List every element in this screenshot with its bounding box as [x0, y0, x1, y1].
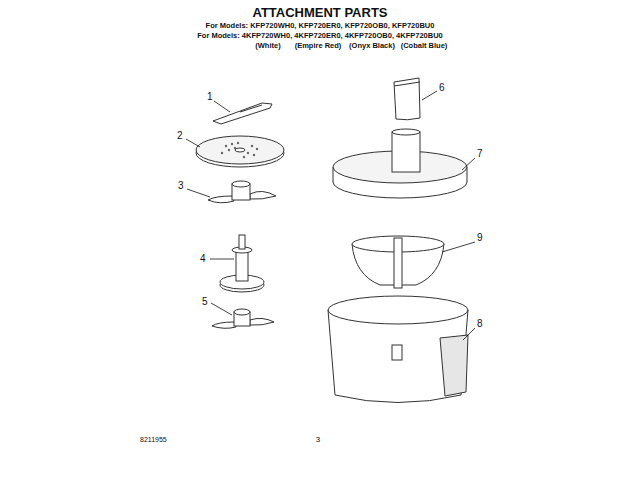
work-bowl-post: [392, 345, 402, 360]
leader-lines: [186, 91, 475, 340]
document-number: 8211955: [140, 436, 167, 444]
work-bowl-rim: [328, 296, 468, 324]
feed-tube-top: [392, 129, 420, 135]
callout-number: 1: [207, 91, 213, 102]
blade-hub-top: [232, 181, 250, 187]
mini-blade-left: [212, 322, 236, 328]
callout-number: 9: [477, 232, 483, 243]
callout-number: 4: [200, 253, 206, 264]
model-list: For Models: KFP720WH0, KFP720ER0, KFP720…: [206, 22, 435, 30]
model-list: For Models: 4KFP720WH0, 4KFP720ER0, 4KFP…: [197, 32, 443, 40]
callout-number: 6: [439, 82, 445, 93]
color-name: (Empire Red): [295, 42, 342, 50]
disc-hub: [235, 148, 245, 152]
color-name: (Cobalt Blue): [401, 42, 448, 50]
callout-number: 3: [178, 180, 184, 191]
blade-slot: [240, 105, 262, 112]
color-name: (White): [255, 42, 280, 50]
disc-holes: [221, 142, 258, 158]
stem-shaft: [239, 235, 245, 249]
mini-bowl-post: [394, 238, 402, 288]
food-pusher: [394, 78, 420, 120]
blade-left: [208, 196, 234, 203]
feed-tube: [392, 132, 420, 172]
page-title: ATTACHMENT PARTS: [252, 6, 387, 20]
callout-number: 2: [177, 130, 183, 141]
page-number: 3: [316, 436, 320, 445]
callout-number: 8: [477, 318, 483, 329]
callout-number: 7: [477, 148, 483, 159]
mini-blade-right: [250, 318, 274, 325]
callout-number: 5: [202, 296, 208, 307]
blade-right: [250, 191, 276, 199]
stem-body: [236, 250, 248, 281]
color-name: (Onyx Black): [349, 42, 395, 50]
work-bowl-handle: [440, 335, 468, 396]
food-pusher-rim: [394, 82, 420, 86]
mini-blade-hub-top: [234, 309, 250, 315]
shredding-disc: [196, 136, 284, 164]
